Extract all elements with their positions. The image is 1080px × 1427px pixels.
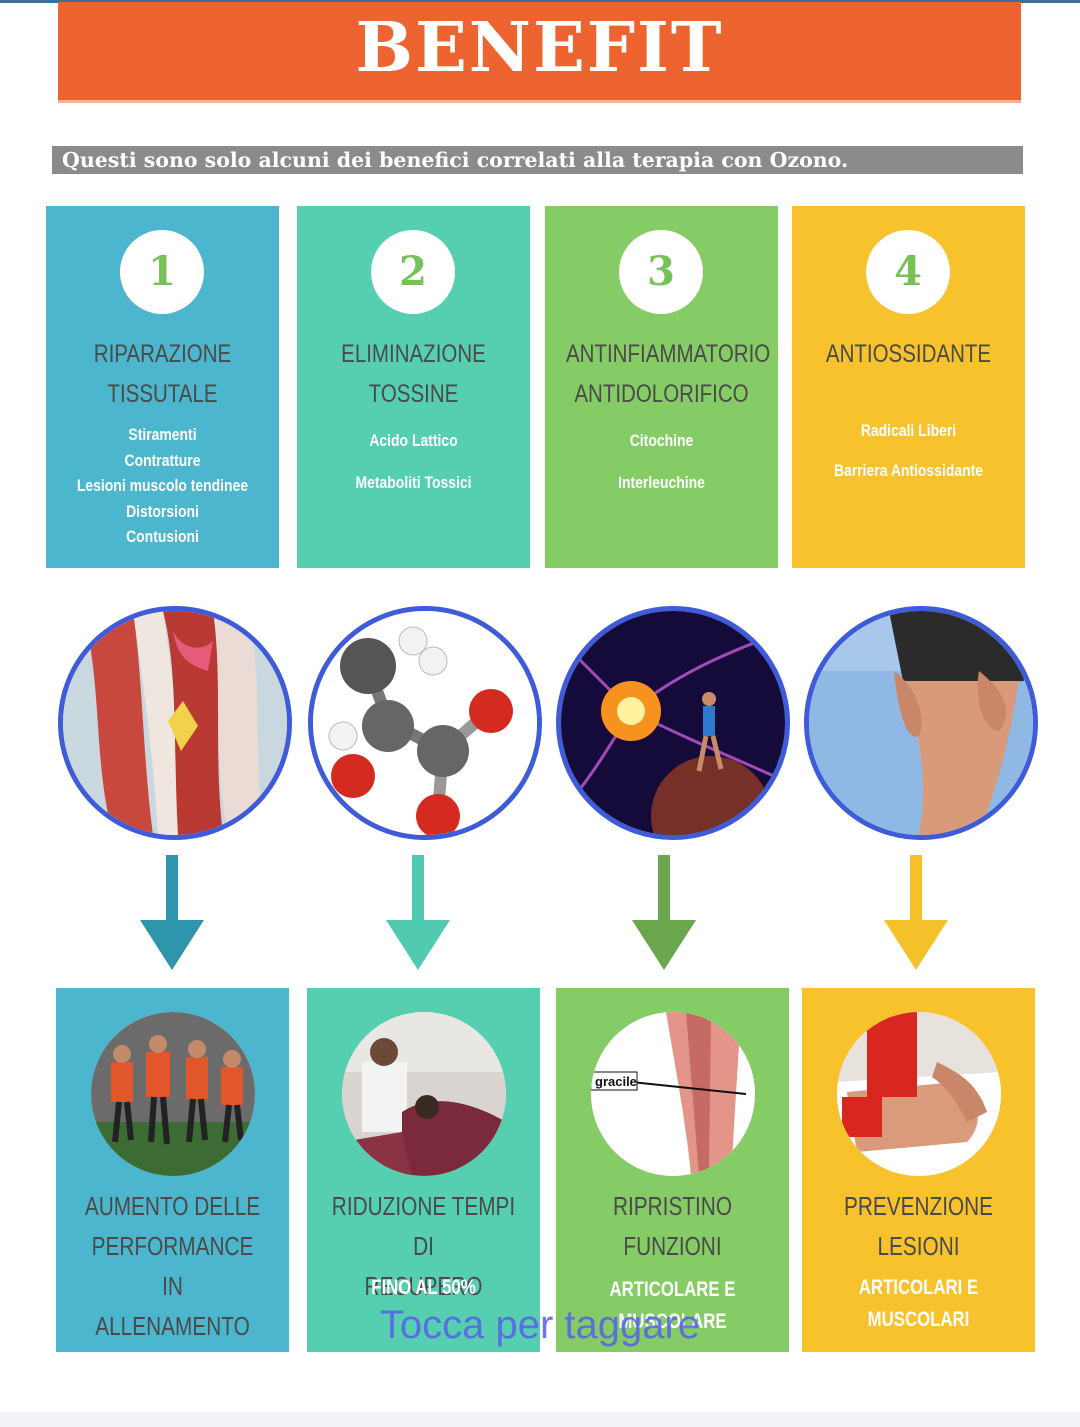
benefit-card-1: 1 RIPARAZIONE TISSUTALE Stiramenti Contr… [46,206,279,568]
card-title-line: TOSSINE [368,380,459,408]
card-title: ANTIOSSIDANTE [813,334,1004,374]
card-title-line: TISSUTALE [107,380,218,408]
card-item: Stiramenti [128,425,197,444]
card-items: Citochine Interleuchine [566,420,757,504]
card-title-line: ANTINFIAMMATORIO [565,340,771,368]
top-divider [0,0,1080,3]
gracile-label: gracile [595,1074,637,1089]
number-badge: 3 [619,230,703,314]
outcome-title-line: RIPRISTINO [612,1191,733,1221]
subtitle-bar: Questi sono solo alcuni dei benefici cor… [52,146,1023,174]
card-title-line: ANTIDOLORIFICO [574,380,749,408]
card-items: Radicali Liberi Barriera Antiossidante [813,411,1004,491]
outcome-card-prevention: PREVENZIONE LESIONI ARTICOLARI E MUSCOLA… [802,988,1035,1352]
card-item: Lesioni muscolo tendinee [76,476,249,495]
recovery-photo [342,1012,506,1176]
card-title: ELIMINAZIONE TOSSINE [318,334,509,414]
card-item: Distorsioni [126,501,199,521]
molecule-image [308,606,542,840]
taping-photo [837,1012,1001,1176]
card-title: RIPARAZIONE TISSUTALE [67,334,258,414]
neuron-runner-image [556,606,790,840]
card-items: Acido Lattico Metaboliti Tossici [318,420,509,504]
card-title-line: RIPARAZIONE [93,340,232,368]
card-title-line: ELIMINAZIONE [341,340,486,368]
card-item: Citochine [629,431,694,450]
outcome-subtitle: FINO AL 50% [330,1272,516,1304]
outcome-subtitle-line: ARTICOLARE E [609,1278,736,1301]
number-badge: 2 [371,230,455,314]
muscle-anatomy-image [58,606,292,840]
outcome-title-line: PREVENZIONE [843,1191,994,1221]
outcome-title-line: ALLENAMENTO [95,1311,250,1341]
card-items: Stiramenti Contratture Lesioni muscolo t… [67,422,258,550]
outcome-subtitle-line: FINO AL 50% [371,1276,476,1299]
outcome-subtitle-line: MUSCOLARE [618,1310,727,1333]
benefit-card-3: 3 ANTINFIAMMATORIO ANTIDOLORIFICO Citoch… [545,206,778,568]
outcome-subtitle: ARTICOLARI E MUSCOLARI [825,1272,1011,1336]
arrow-down-icon [632,855,696,970]
arrow-down-icon [140,855,204,970]
outcome-title: PREVENZIONE LESIONI [825,1186,1011,1266]
outcome-title-line: RECUPERO [364,1271,483,1301]
header-banner: BENEFIT [58,2,1021,103]
outcome-title-line: RIDUZIONE TEMPI DI [331,1191,516,1261]
arrow-down-icon [386,855,450,970]
bottom-strip [0,1412,1080,1427]
card-item: Interleuchine [618,473,705,492]
card-item: Radicali Liberi [860,421,957,440]
card-item: Contratture [124,450,201,470]
outcome-subtitle-line: MUSCOLARI [867,1308,970,1331]
outcome-title-line: FUNZIONI [623,1231,722,1261]
card-item: Contusioni [126,527,199,546]
page-title: BENEFIT [355,8,724,88]
gracile-anatomy-photo: gracile [591,1012,755,1176]
team-training-photo [91,1012,255,1176]
outcome-subtitle-line: ARTICOLARI E [858,1276,979,1299]
benefit-card-2: 2 ELIMINAZIONE TOSSINE Acido Lattico Met… [297,206,530,568]
card-item: Metaboliti Tossici [355,473,472,492]
outcome-title: RIDUZIONE TEMPI DI RECUPERO [330,1186,516,1306]
outcome-title: AUMENTO DELLE PERFORMANCE IN ALLENAMENTO [79,1186,265,1346]
outcome-title-line: PERFORMANCE IN [91,1231,254,1301]
card-item: Acido Lattico [369,431,458,450]
number-badge: 4 [866,230,950,314]
outcome-subtitle: ARTICOLARE E MUSCOLARE [579,1274,765,1338]
outcome-title-line: AUMENTO DELLE [84,1191,261,1221]
arrow-down-icon [884,855,948,970]
thigh-pain-image [804,606,1038,840]
outcome-card-function: gracile RIPRISTINO FUNZIONI ARTICOLARE E… [556,988,789,1352]
card-title-line: ANTIOSSIDANTE [825,340,992,368]
outcome-title: RIPRISTINO FUNZIONI [579,1186,765,1266]
benefit-card-4: 4 ANTIOSSIDANTE Radicali Liberi Barriera… [792,206,1025,568]
tap-to-tag-hint[interactable]: Tocca per taggare [379,1303,701,1347]
outcome-card-performance: AUMENTO DELLE PERFORMANCE IN ALLENAMENTO [56,988,289,1352]
card-item: Barriera Antiossidante [833,461,984,480]
card-title: ANTINFIAMMATORIO ANTIDOLORIFICO [565,334,771,414]
outcome-title-line: LESIONI [877,1231,960,1261]
outcome-card-recovery: RIDUZIONE TEMPI DI RECUPERO FINO AL 50% [307,988,540,1352]
number-badge: 1 [120,230,204,314]
